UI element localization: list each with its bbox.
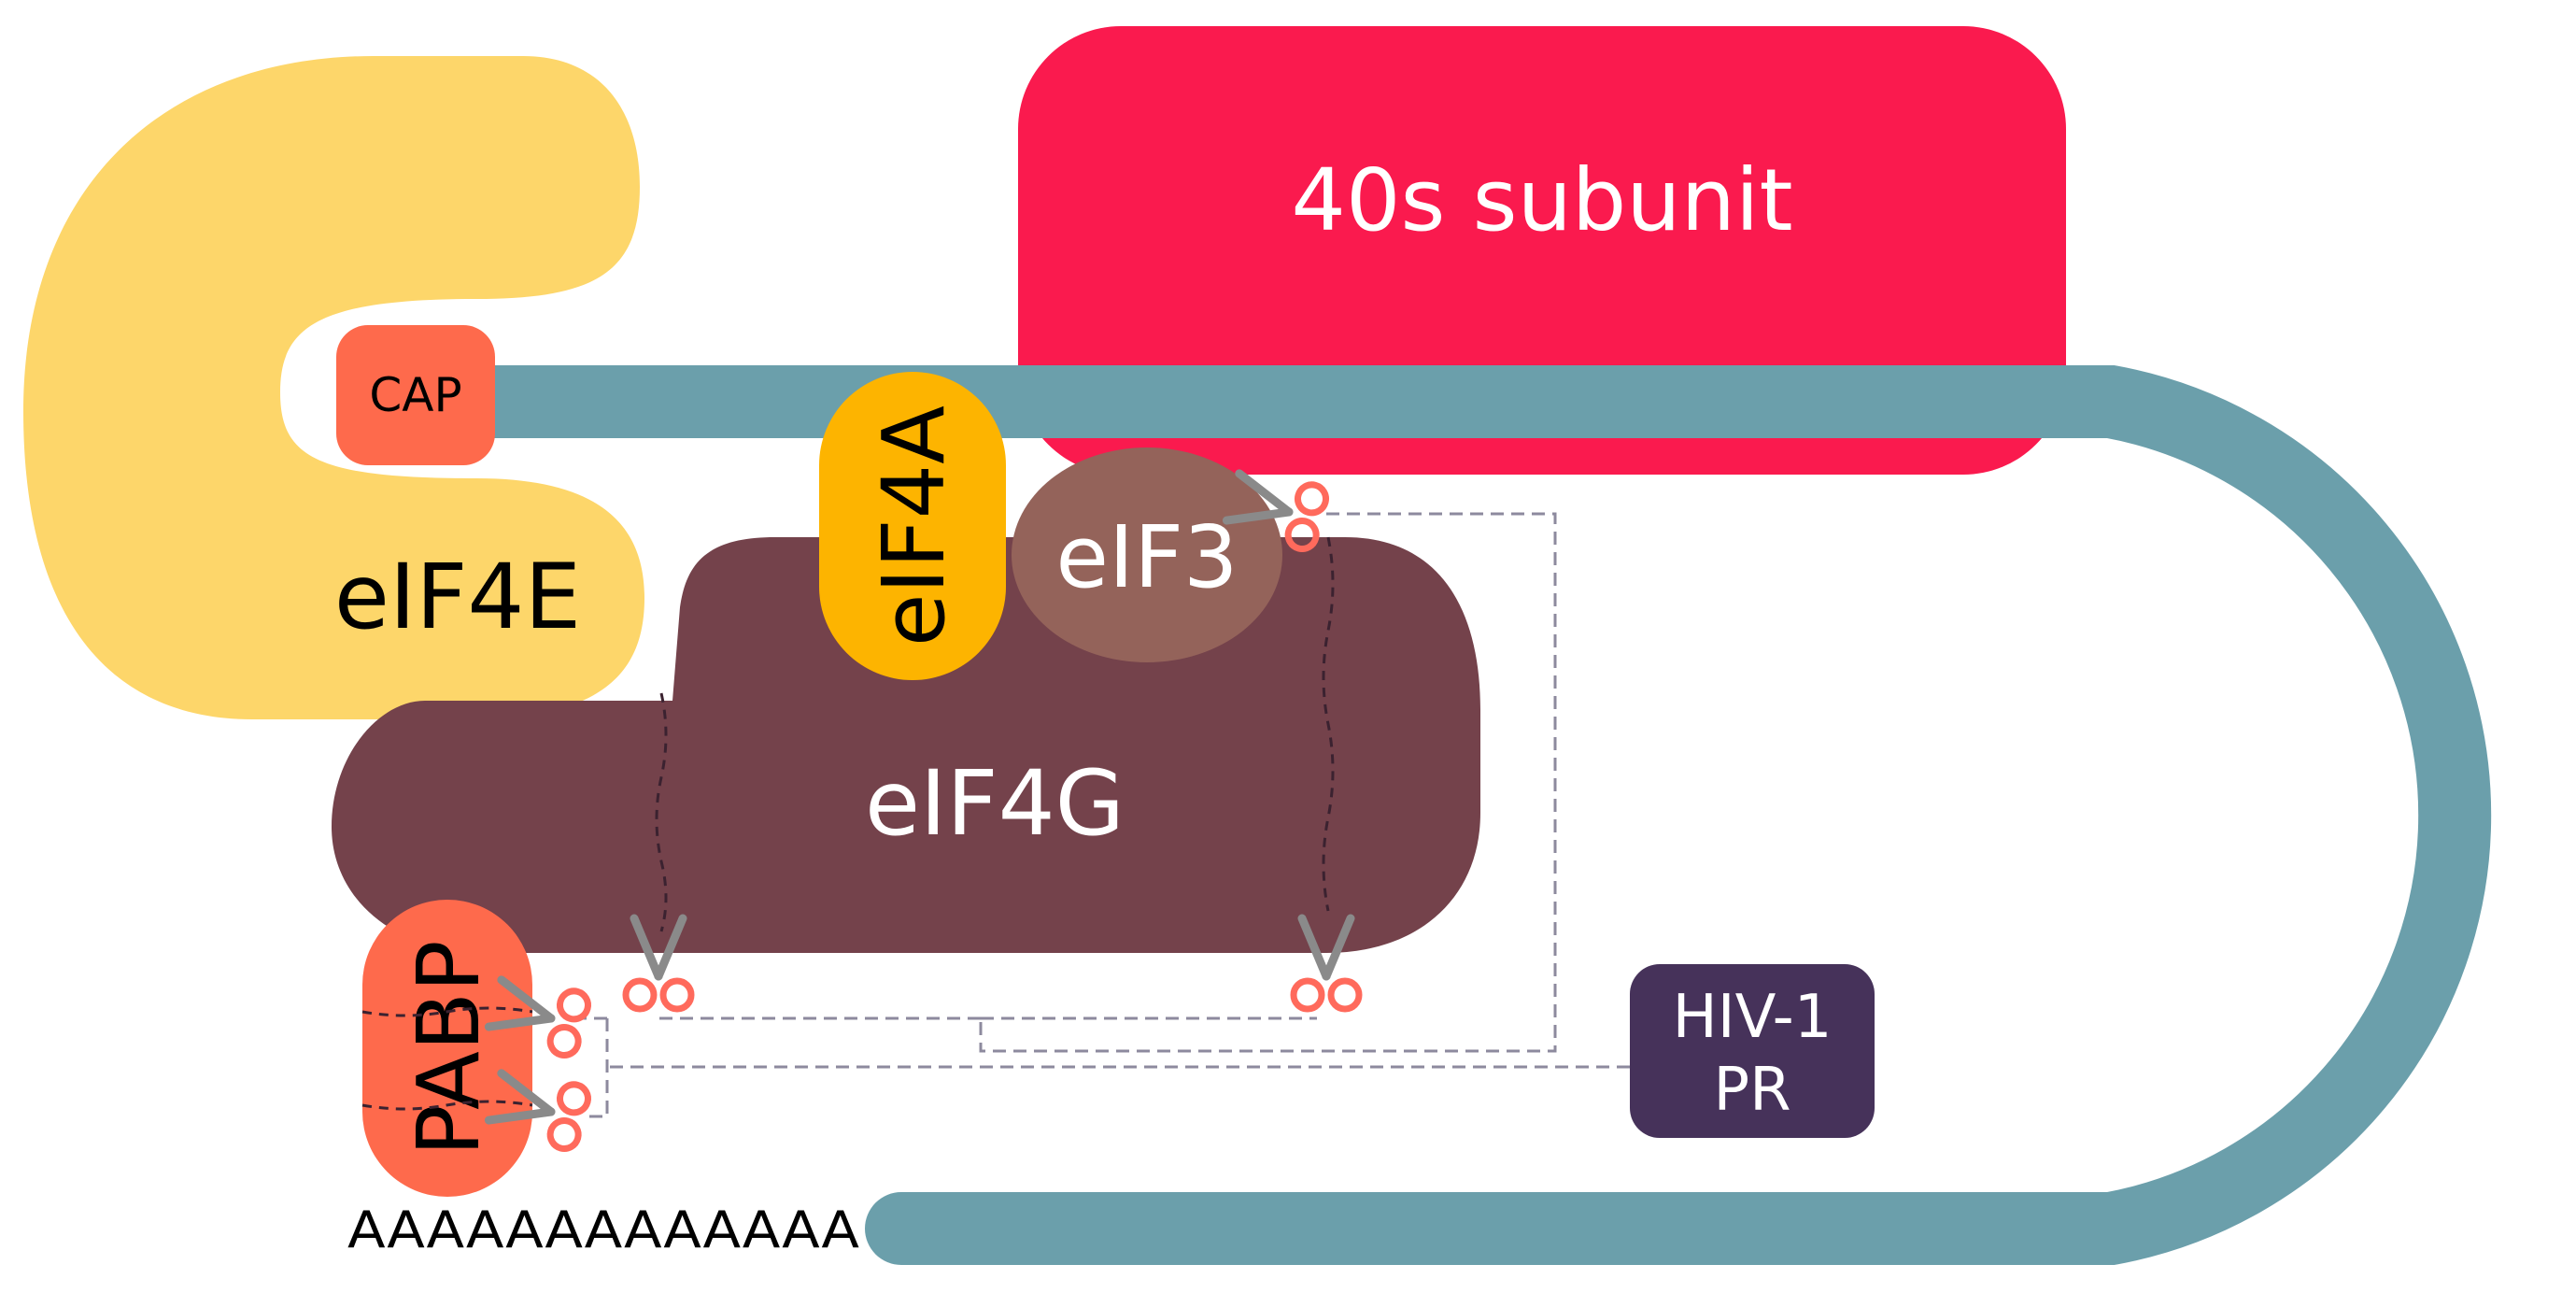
eif3-label: eIF3 <box>1055 507 1238 607</box>
hiv1-protease-label-line2: PR <box>1713 1056 1790 1125</box>
cap-label: CAP <box>369 368 461 422</box>
protease-connection-lines <box>579 512 1630 1118</box>
pabp-label: PABP <box>399 940 499 1156</box>
eif3-protein <box>1012 448 1282 662</box>
hiv1-protease-label-line1: HIV-1 <box>1673 983 1833 1052</box>
40s-subunit <box>1018 26 2066 475</box>
cap-structure <box>336 325 495 465</box>
hiv1-protease <box>1630 964 1875 1138</box>
eif4a-label: eIF4A <box>864 405 964 646</box>
mrna-strand <box>449 365 2492 1265</box>
poly-a-tail: AAAAAAAAAAAAA <box>347 1201 859 1259</box>
eif4e-protein <box>23 56 644 719</box>
40s-subunit-label: 40s subunit <box>1291 150 1792 250</box>
cleavage-site-lines <box>361 536 1335 1111</box>
eif4e-label: eIF4E <box>334 545 581 649</box>
eif4a-protein <box>819 372 1006 680</box>
eif4g-label: eIF4G <box>865 751 1125 856</box>
